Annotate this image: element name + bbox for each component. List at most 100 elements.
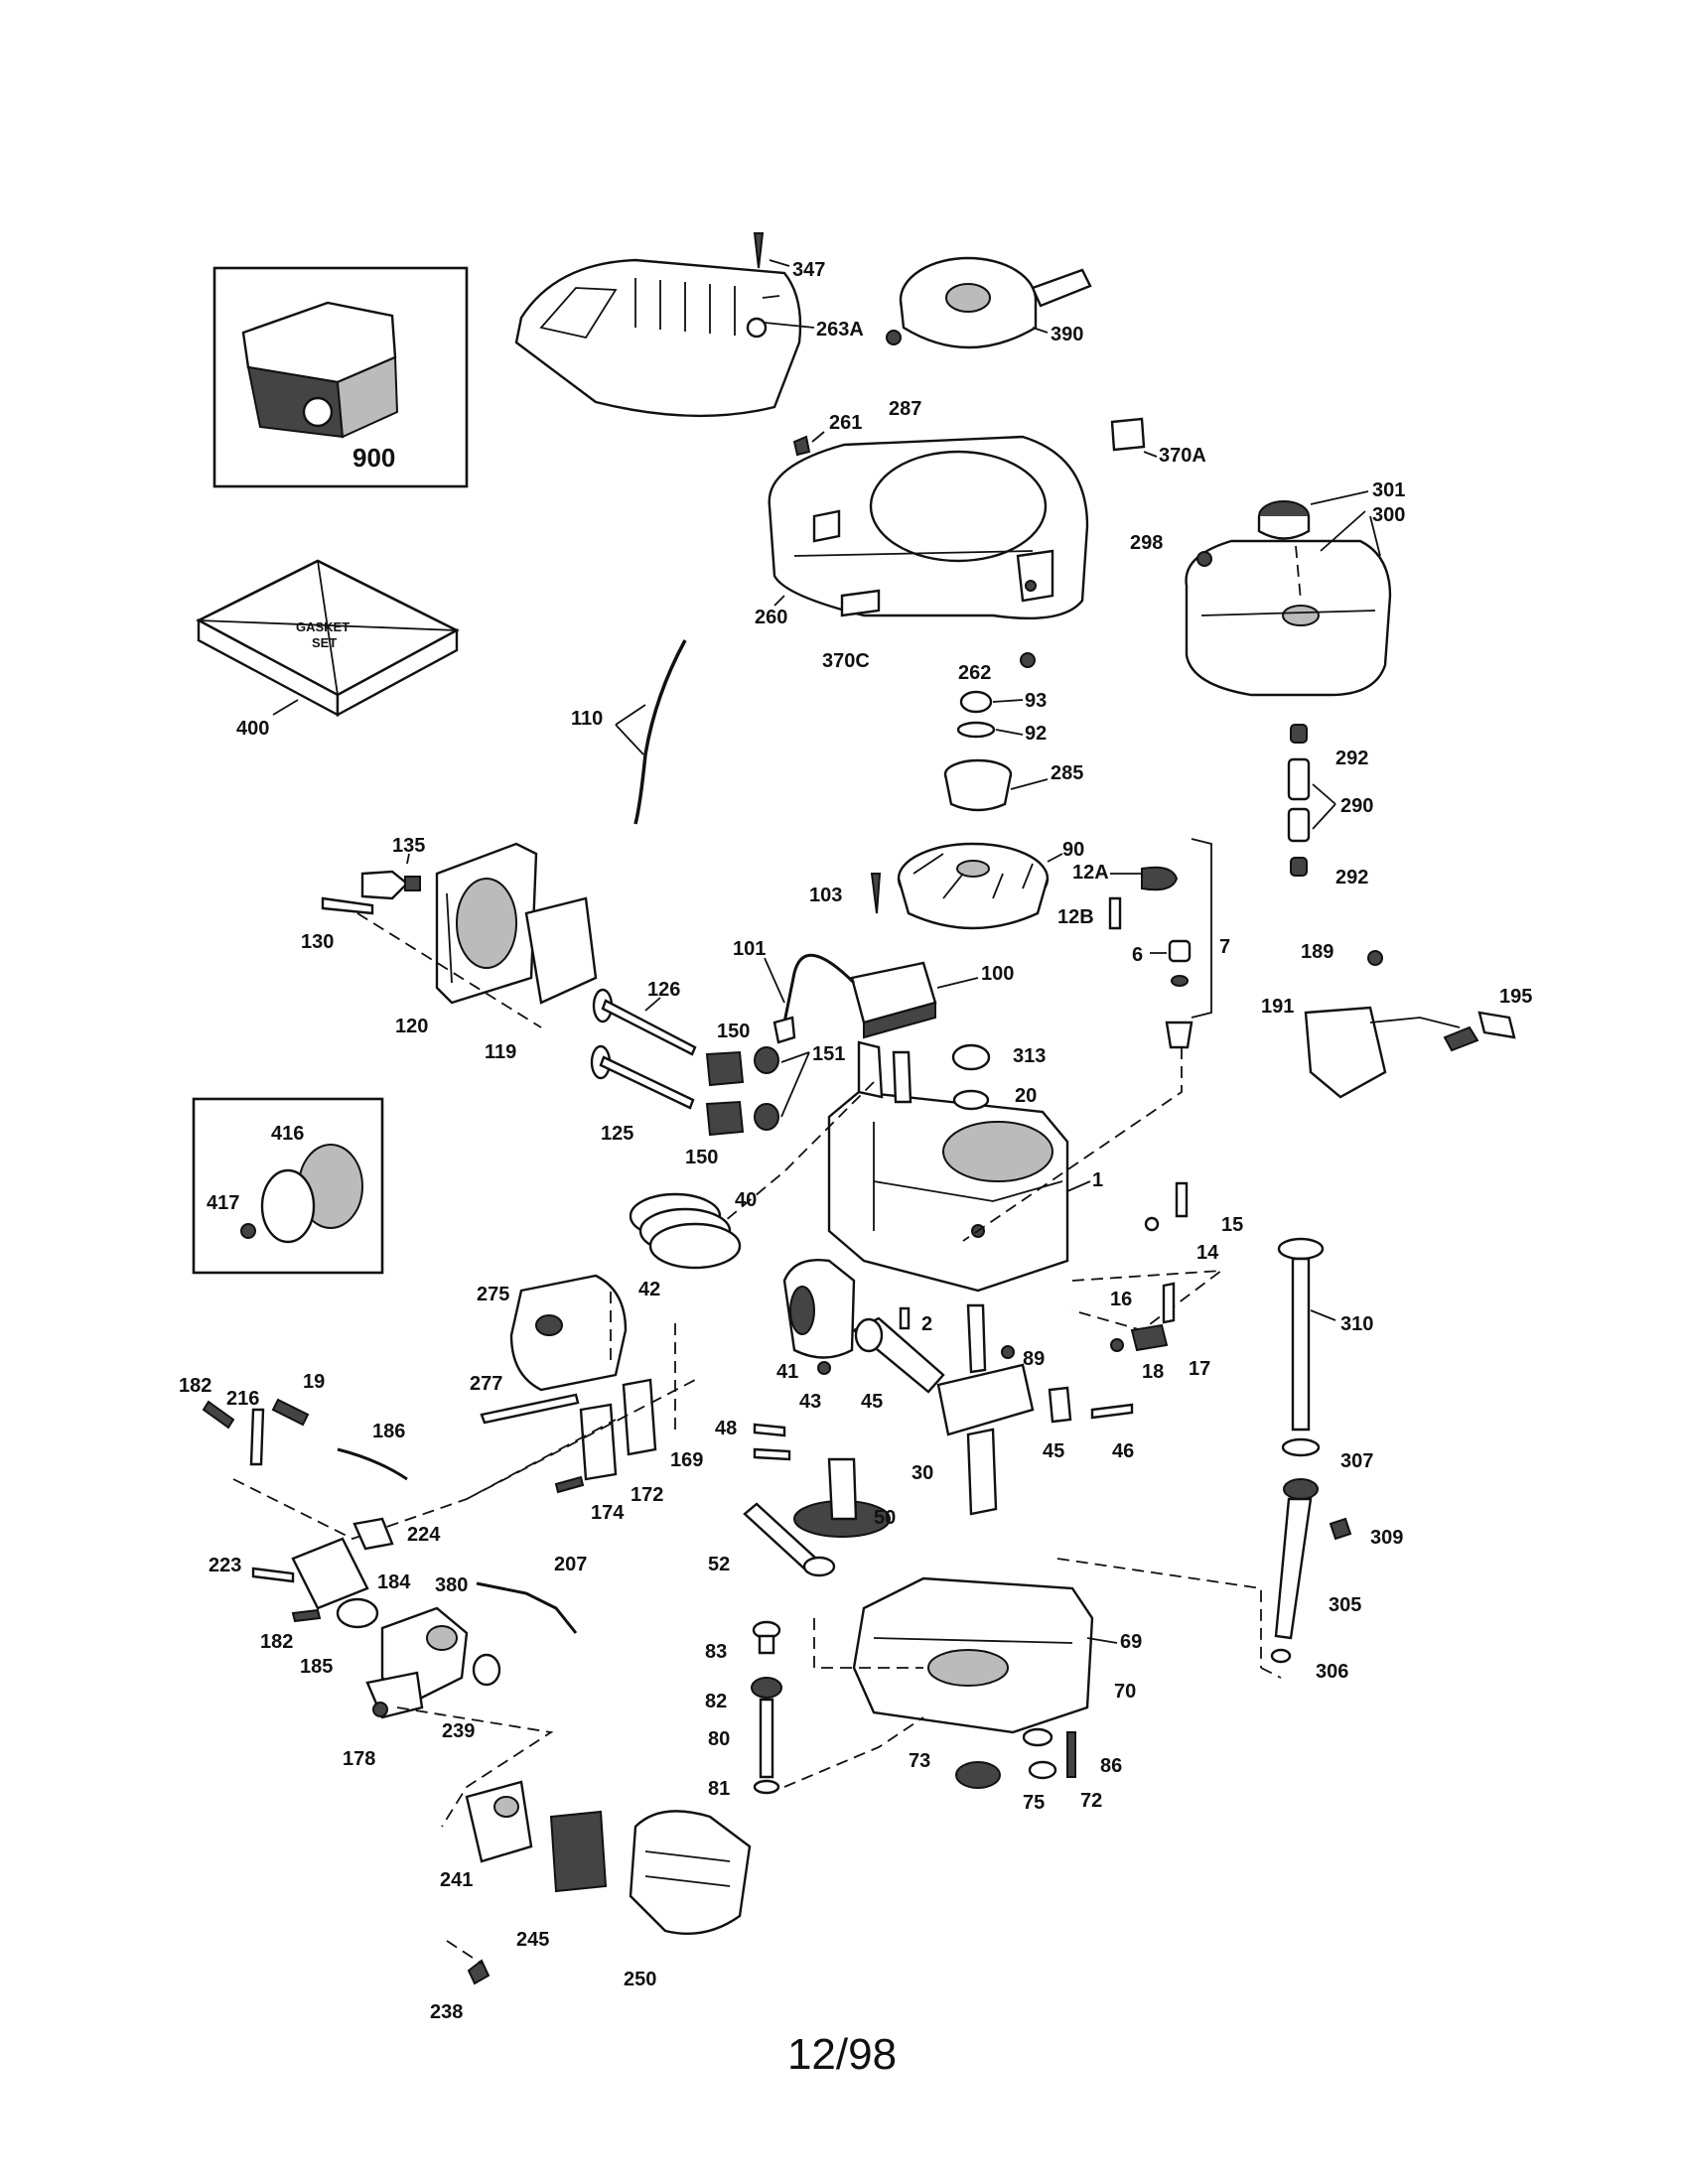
bolt-86 [1066,1731,1076,1778]
callout-15: 15 [1221,1214,1243,1236]
cylinder-head [435,842,538,1005]
flywheel-nut-washer [956,690,1024,739]
intake-223 [251,1537,369,1610]
callout-110: 110 [571,708,603,730]
callout-82: 82 [705,1691,727,1712]
rod-207 [476,1581,578,1634]
callout-172: 172 [631,1484,663,1506]
callout-86: 86 [1100,1755,1122,1777]
callout-81: 81 [708,1778,730,1800]
callout-313: 313 [1013,1045,1046,1067]
screw-103 [870,873,882,914]
washer-73 [1022,1727,1053,1747]
muffler [509,1274,628,1392]
callout-224: 224 [407,1524,441,1546]
callout-900: 900 [352,443,395,473]
callout-191: 191 [1261,996,1294,1018]
screw-262 [1020,652,1036,668]
nut-178 [372,1702,388,1717]
governor-bracket-191 [1304,1006,1479,1099]
callout-277: 277 [470,1373,502,1395]
screw-298 [1196,551,1212,567]
callout-92: 92 [1025,723,1047,745]
callout-126: 126 [647,979,680,1001]
lever-216 [249,1408,265,1466]
callout-347: 347 [792,259,825,281]
rod-cap-45 [1048,1386,1072,1424]
callout-216: 216 [226,1388,259,1410]
callout-262: 262 [958,662,991,684]
gasket-169 [622,1378,657,1456]
washer-72 [1028,1760,1057,1780]
screw-238 [467,1959,491,1985]
callout-261: 261 [829,412,862,434]
callout-287: 287 [889,398,921,420]
callout-390: 390 [1051,324,1083,345]
callout-184: 184 [377,1571,411,1593]
callout-7: 7 [1219,936,1230,958]
callout-101: 101 [733,938,766,960]
callout-189: 189 [1301,941,1333,963]
callout-135: 135 [392,835,425,857]
callout-306: 306 [1316,1661,1348,1683]
valve-springs [705,1046,810,1137]
callout-380: 380 [435,1574,468,1596]
link-186 [337,1447,408,1481]
gasket-184 [336,1597,379,1629]
air-cleaner-base [465,1780,533,1863]
callout-310: 310 [1340,1313,1373,1335]
bolt-277 [480,1393,580,1425]
callout-119: 119 [485,1041,516,1063]
callout-309: 309 [1370,1527,1403,1549]
seal-75 [955,1761,1001,1789]
callout-250: 250 [624,1969,656,1990]
link-195 [1477,1011,1516,1039]
callout-19: 19 [303,1371,325,1393]
bracket-7 [1191,838,1212,1019]
callout-50: 50 [874,1507,896,1529]
callout-72: 72 [1080,1790,1102,1812]
clip-43 [817,1361,831,1375]
dowel-2 [899,1306,911,1330]
terminal-12A [1141,866,1179,891]
callout-275: 275 [477,1284,509,1305]
screw-309 [1329,1517,1352,1541]
gasket-set-line2: SET [312,635,337,650]
callout-45-rod: 45 [861,1391,883,1413]
callout-52: 52 [708,1554,730,1575]
carburetor [365,1606,469,1719]
dipstick [1277,1237,1325,1432]
callout-20: 20 [1015,1085,1037,1107]
callout-75: 75 [1023,1792,1045,1814]
washer-89 [1001,1345,1015,1359]
callout-370C: 370C [822,650,870,672]
bearing-313 [951,1043,991,1111]
filter-element [549,1810,608,1893]
screw-347: 347 [753,232,825,281]
callout-69: 69 [1120,1631,1142,1653]
callout-260: 260 [755,607,787,628]
dipstick-tube [1274,1478,1319,1640]
callout-195: 195 [1499,986,1532,1008]
callout-239: 239 [442,1720,475,1742]
piston-rings [629,1192,742,1270]
spring-6 [1171,975,1189,987]
callout-90: 90 [1062,839,1084,861]
recoil-starter: 390 [899,256,1092,349]
callout-400: 400 [236,718,269,740]
valve-126 [592,988,697,1056]
plug-boot [1165,1021,1193,1049]
screw-189 [1367,950,1383,966]
bolt-130 [321,896,374,915]
camshaft-52 [743,1502,836,1577]
blower-housing [768,435,1089,620]
oring-307 [1281,1437,1321,1457]
callout-18: 18 [1142,1361,1164,1383]
callout-70: 70 [1114,1681,1136,1703]
callout-263A: 263A [816,319,864,341]
callout-120: 120 [395,1016,428,1037]
washer-14 [1144,1216,1160,1232]
screw-287 [886,330,902,345]
screw-261 [792,435,811,457]
callout-370A: 370A [1159,445,1206,467]
